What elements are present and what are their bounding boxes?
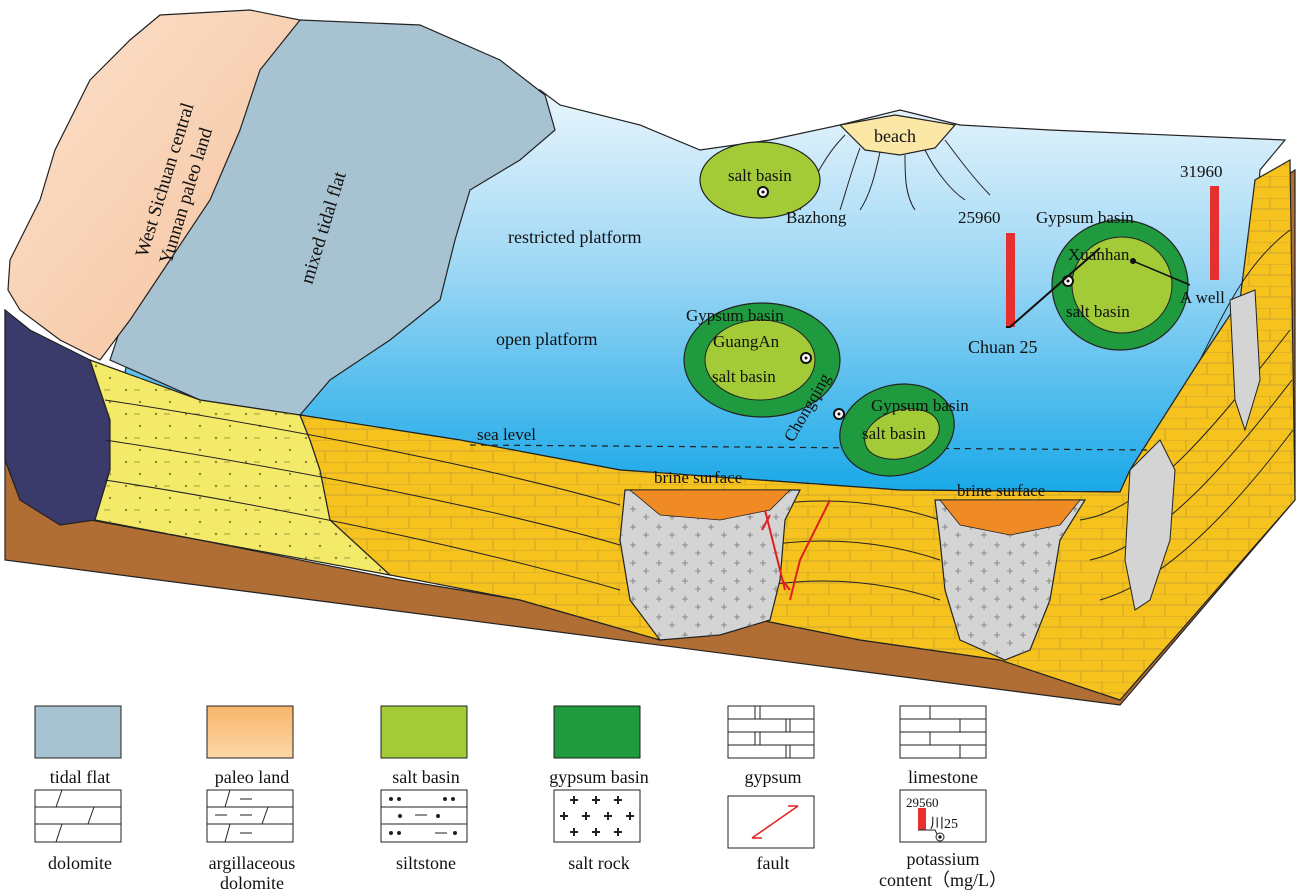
paleo-land — [7, 9, 302, 361]
xuanhan-gypsum-label: Gypsum basin — [1036, 208, 1134, 227]
evaporite-wedge-right — [1124, 439, 1176, 611]
legend-swatch-potassium — [899, 789, 987, 843]
legend-swatch-limestone — [899, 705, 987, 759]
legend-label-fault: fault — [756, 853, 790, 873]
brine-surface-left-label: brine surface — [654, 468, 742, 487]
legend-label-salt-basin: salt basin — [392, 767, 460, 787]
legend-swatch-gypsum — [727, 705, 815, 759]
legend-label-gypsum-basin: gypsum basin — [549, 767, 649, 787]
xuanhan-salt-label: salt basin — [1066, 302, 1130, 321]
xuanhan-label: Xuanhan — [1068, 245, 1130, 264]
sea-level-label: sea level — [477, 425, 536, 444]
evaporite-wedge-upper — [1229, 289, 1261, 432]
legend-swatch-argillaceous-dolomite — [206, 789, 294, 843]
legend-swatch-salt-basin — [380, 705, 468, 759]
well-bar-31960 — [1210, 186, 1219, 280]
open-platform-label: open platform — [496, 329, 597, 349]
fault-lines — [761, 499, 831, 601]
legend-potassium-well: 川25 — [930, 817, 958, 832]
legend-swatch-paleo-land — [206, 705, 294, 759]
guangan-label: GuangAn — [713, 332, 780, 351]
restricted-platform-label: restricted platform — [508, 227, 641, 247]
chongqing-salt-basin — [864, 408, 940, 460]
sea-level-line — [469, 444, 1151, 451]
well-bar-25960 — [1006, 233, 1015, 327]
chongqing-gypsum-label: Gypsum basin — [871, 396, 969, 415]
legend-label-paleo-land: paleo land — [214, 767, 290, 787]
legend-swatch-tidal-flat — [34, 705, 122, 759]
legend-label-potassium-2: content（mg/L） — [879, 870, 1007, 890]
bazhong-salt-basin-label: salt basin — [728, 166, 792, 185]
legend-label-potassium: potassium — [906, 849, 980, 869]
legend-swatch-salt-rock — [553, 789, 641, 843]
chuan25-label: Chuan 25 — [968, 337, 1038, 357]
legend-label-dolomite: dolomite — [48, 853, 112, 873]
legend-label-salt-rock: salt rock — [568, 853, 630, 873]
legend-label-siltstone: siltstone — [395, 853, 456, 873]
bazhong-salt-basin — [699, 141, 821, 219]
well-value-25960: 25960 — [958, 208, 1001, 227]
legend-label-gypsum: gypsum — [744, 767, 802, 787]
bazhong-label: Bazhong — [786, 208, 847, 227]
legend-label-argillaceous: argillaceous — [208, 853, 296, 873]
legend-label-tidal-flat: tidal flat — [49, 767, 111, 787]
legend-swatch-fault — [727, 795, 815, 849]
chongqing-salt-label: salt basin — [862, 424, 926, 443]
legend-swatch-gypsum-basin — [553, 705, 641, 759]
brine-pool-right — [939, 499, 1081, 536]
guangan-salt-label: salt basin — [712, 367, 776, 386]
legend-label-limestone: limestone — [908, 767, 978, 787]
legend-potassium-value: 29560 — [906, 795, 939, 810]
brine-pool-left — [628, 489, 791, 521]
legend-swatch-dolomite — [34, 789, 122, 843]
beach — [838, 114, 957, 156]
guangan-salt-basin — [704, 319, 816, 401]
guangan-gypsum-label: Gypsum basin — [686, 306, 784, 325]
a-well-label: A well — [1180, 288, 1225, 307]
brine-surface-right-label: brine surface — [957, 481, 1045, 500]
beach-label: beach — [874, 126, 916, 146]
well-value-31960: 31960 — [1180, 162, 1223, 181]
legend-label-argillaceous-2: dolomite — [220, 873, 284, 893]
